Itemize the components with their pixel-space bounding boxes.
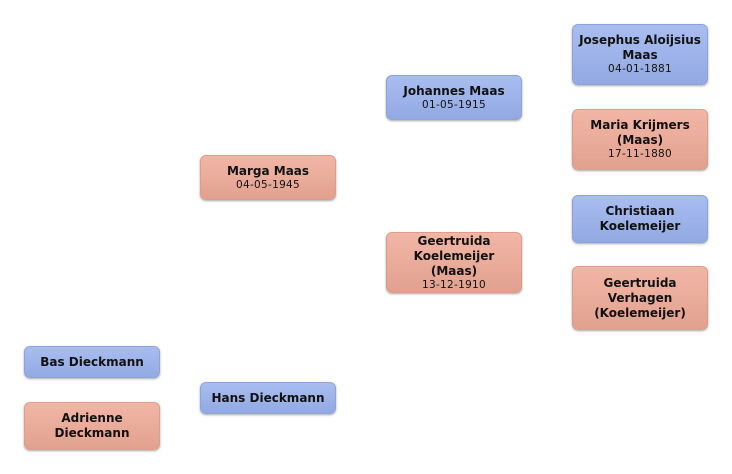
person-date: 01-05-1915 [421,98,487,111]
person-box-johannes-maas[interactable]: Johannes Maas 01-05-1915 [386,75,522,120]
person-box-bas-dieckmann[interactable]: Bas Dieckmann [24,346,160,378]
person-date: 17-11-1880 [607,148,673,160]
person-date: 04-05-1945 [235,178,301,191]
person-date: 13-12-1910 [421,278,487,291]
person-name: Maria Krijmers(Maas) [590,118,690,147]
person-name: Bas Dieckmann [40,354,144,369]
person-box-maria-krijmers[interactable]: Maria Krijmers(Maas) 17-11-1880 [572,109,708,170]
person-box-marga-maas[interactable]: Marga Maas 04-05-1945 [200,155,336,200]
person-name: Johannes Maas [403,83,505,98]
person-box-hans-dieckmann[interactable]: Hans Dieckmann [200,382,336,414]
person-date: 04-01-1881 [607,63,673,75]
person-name: Marga Maas [226,163,310,178]
person-name: Hans Dieckmann [211,390,325,405]
